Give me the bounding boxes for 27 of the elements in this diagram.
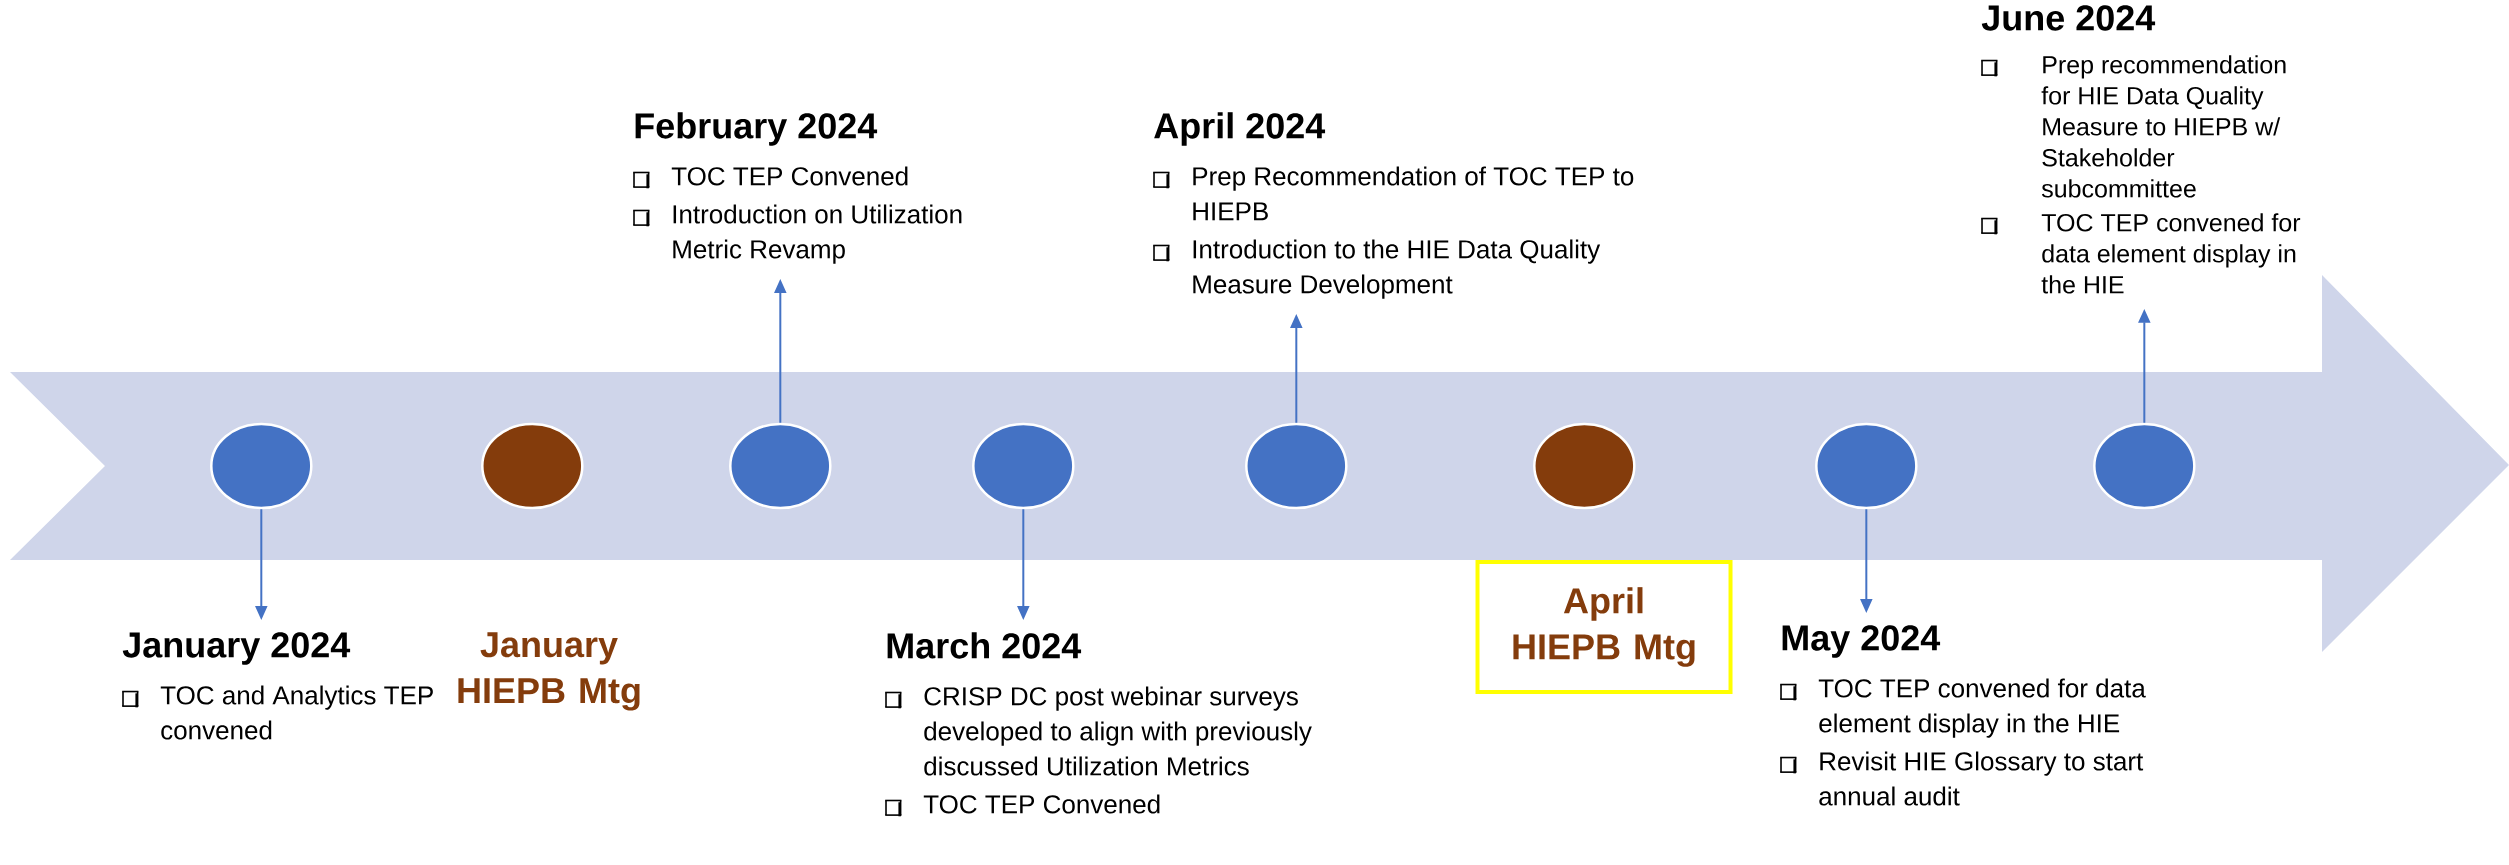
month-heading: February 2024 <box>635 112 878 146</box>
timeline-dot <box>481 422 584 510</box>
bullet-text: Revisit HIE Glossary to start annual audit <box>1819 751 2144 806</box>
timeline-dot <box>1245 422 1348 510</box>
timeline-dot <box>2093 422 2196 510</box>
timeline-dot <box>729 422 832 510</box>
bullet-text: TOC and Analytics TEP convened <box>160 685 433 740</box>
bullet-text: TOC TEP Convened <box>671 166 908 186</box>
meeting-label: April HIEPB Mtg <box>1513 587 1695 667</box>
timeline-dot <box>1533 422 1636 510</box>
month-heading: June 2024 <box>1981 5 2156 31</box>
timeline-dot <box>1815 422 1918 510</box>
bullet-text: TOC TEP convened for data element display in the HIE <box>2041 213 2301 294</box>
bullet-text: TOC TEP convened for data element display in the HIE <box>1818 678 2146 738</box>
bullet-text: TOC TEP Convened <box>923 794 1160 814</box>
month-heading: April 2024 <box>1154 112 1326 146</box>
bullet-text: CRISP DC post webinar surveys developed to align with previously discussed Utilization Metrics <box>924 686 1312 776</box>
month-heading: January 2024 <box>122 632 351 665</box>
month-heading: May 2024 <box>1782 625 1941 658</box>
bullet-text: Introduction on Utilization Metric Revamp <box>673 204 962 264</box>
bullet-text: Introduction to the HIE Data Quality Measure Development <box>1193 239 1601 299</box>
timeline-dot <box>210 422 313 510</box>
bullet-text: Prep Recommendation of TOC TEP to HIEPB <box>1193 166 1634 221</box>
bullet-text: Prep recommendation for HIE Data Quality Measure to HIEPB w/ Stakeholder subcommittee <box>2041 55 2286 198</box>
meeting-box <box>1475 560 1733 694</box>
month-heading: March 2024 <box>887 632 1082 659</box>
timeline-dot <box>972 422 1075 510</box>
